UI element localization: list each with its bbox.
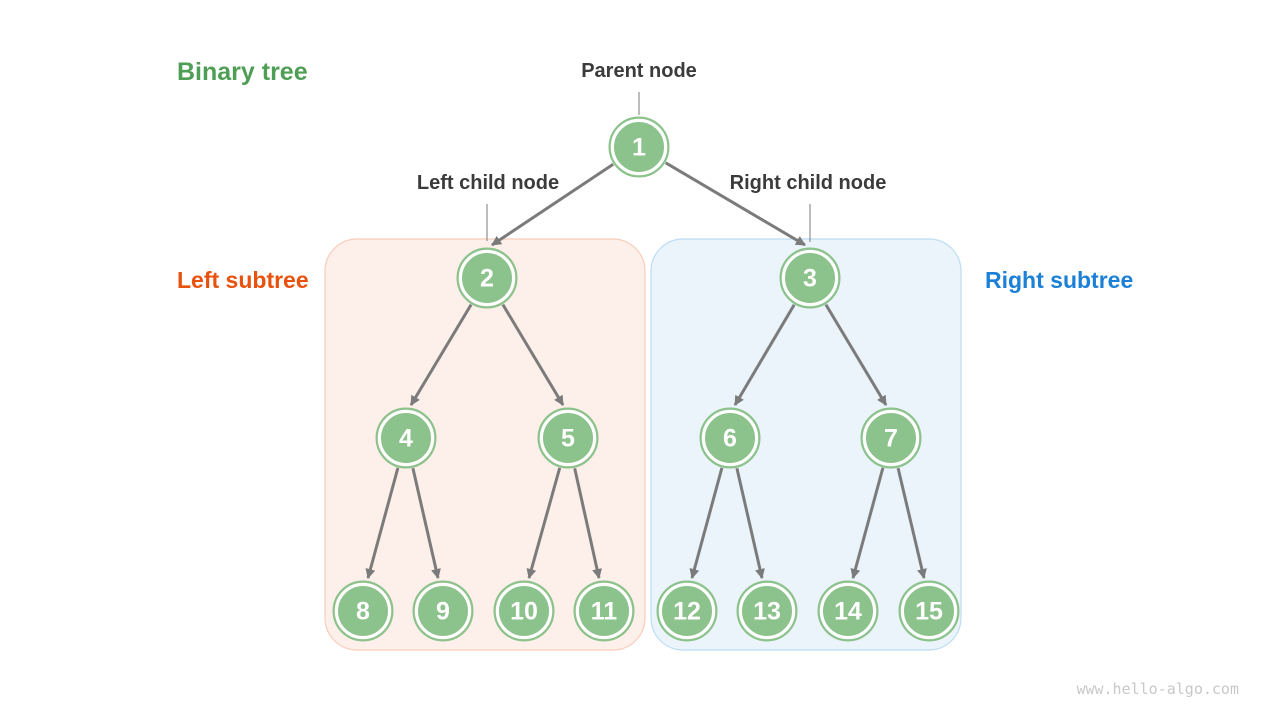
- node-outer-ring: [537, 407, 599, 469]
- node-disc: [459, 250, 515, 306]
- node-disc: [863, 410, 919, 466]
- node-value: 15: [915, 598, 943, 626]
- tree-node-1: 1: [608, 116, 670, 178]
- node-outer-ring: [493, 580, 555, 642]
- node-value: 10: [510, 598, 538, 626]
- node-value: 14: [834, 598, 862, 626]
- tree-edge-3-6: [733, 303, 796, 406]
- node-value: 1: [632, 134, 646, 162]
- node-disc: [659, 583, 715, 639]
- tree-node-14: 14: [817, 580, 879, 642]
- parent-node-label: Parent node: [581, 60, 697, 82]
- node-outer-ring: [817, 580, 879, 642]
- tree-edge-6-12: [689, 467, 724, 579]
- tree-node-4: 4: [375, 407, 437, 469]
- tree-node-2: 2: [456, 247, 518, 309]
- right-child-node-label: Right child node: [729, 172, 887, 194]
- tree-node-12: 12: [656, 580, 718, 642]
- node-value: 12: [673, 598, 701, 626]
- right-subtree-box: [650, 238, 962, 651]
- tree-edge-6-13: [735, 467, 765, 579]
- tree-node-8: 8: [332, 580, 394, 642]
- node-outer-ring: [332, 580, 394, 642]
- node-value: 13: [753, 598, 781, 626]
- node-value: 6: [723, 425, 737, 453]
- node-value: 11: [591, 598, 618, 626]
- tree-node-7: 7: [860, 407, 922, 469]
- node-outer-ring: [699, 407, 761, 469]
- node-disc: [496, 583, 552, 639]
- node-disc: [611, 119, 667, 175]
- left-subtree-box: [324, 238, 646, 651]
- node-outer-ring: [736, 580, 798, 642]
- node-disc: [702, 410, 758, 466]
- node-value: 2: [480, 265, 494, 293]
- node-disc: [576, 583, 632, 639]
- node-value: 9: [436, 598, 450, 626]
- node-outer-ring: [898, 580, 960, 642]
- tree-edge-1-3: [664, 161, 806, 247]
- node-disc: [415, 583, 471, 639]
- figure-title: Binary tree: [177, 58, 308, 86]
- node-value: 8: [356, 598, 370, 626]
- node-disc: [820, 583, 876, 639]
- right-subtree-label: Right subtree: [985, 267, 1134, 293]
- tree-node-15: 15: [898, 580, 960, 642]
- node-outer-ring: [860, 407, 922, 469]
- node-value: 4: [399, 425, 413, 453]
- tree-node-6: 6: [699, 407, 761, 469]
- node-value: 5: [561, 425, 575, 453]
- node-disc: [782, 250, 838, 306]
- node-outer-ring: [608, 116, 670, 178]
- node-outer-ring: [573, 580, 635, 642]
- node-value: 7: [884, 425, 898, 453]
- node-disc: [901, 583, 957, 639]
- node-disc: [335, 583, 391, 639]
- node-value: 3: [803, 265, 817, 293]
- left-child-node-label: Left child node: [416, 172, 560, 194]
- node-outer-ring: [779, 247, 841, 309]
- watermark: www.hello-algo.com: [1076, 680, 1239, 698]
- tree-edge-1-2: [491, 162, 615, 247]
- tree-edge-3-7: [824, 303, 888, 406]
- tree-edge-5-10: [526, 467, 562, 579]
- tree-edge-4-8: [365, 467, 400, 579]
- node-disc: [378, 410, 434, 466]
- node-outer-ring: [412, 580, 474, 642]
- node-disc: [540, 410, 596, 466]
- tree-edge-2-5: [501, 303, 565, 406]
- tree-edge-7-15: [896, 467, 927, 579]
- tree-edge-4-9: [411, 467, 441, 579]
- node-outer-ring: [375, 407, 437, 469]
- tree-edge-2-4: [409, 303, 473, 406]
- node-outer-ring: [656, 580, 718, 642]
- tree-node-3: 3: [779, 247, 841, 309]
- tree-node-11: 11: [573, 580, 635, 642]
- tree-node-10: 10: [493, 580, 555, 642]
- tree-edge-7-14: [850, 467, 885, 579]
- tree-edge-5-11: [573, 467, 602, 579]
- tree-node-9: 9: [412, 580, 474, 642]
- node-disc: [739, 583, 795, 639]
- tree-node-5: 5: [537, 407, 599, 469]
- left-subtree-label: Left subtree: [177, 267, 309, 293]
- tree-node-13: 13: [736, 580, 798, 642]
- node-outer-ring: [456, 247, 518, 309]
